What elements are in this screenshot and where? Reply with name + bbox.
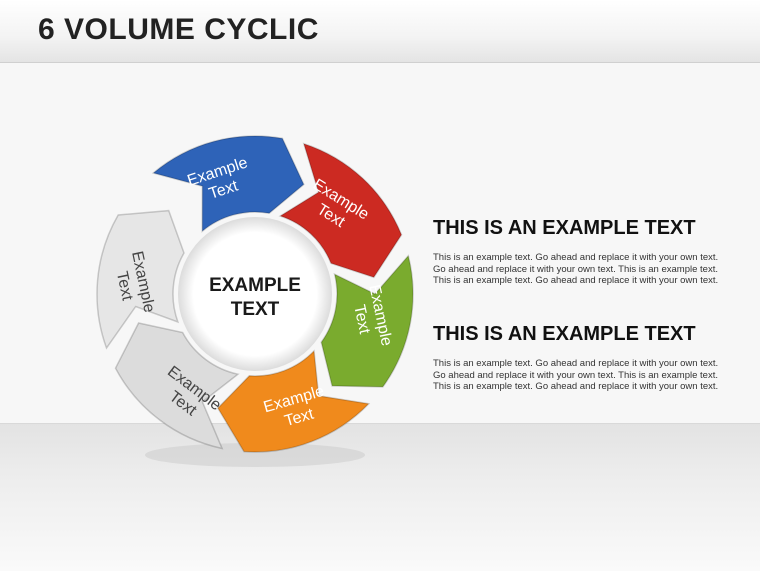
cycle-segment-2: [278, 142, 403, 279]
text-block-2: THIS IS AN EXAMPLE TEXT This is an examp…: [433, 323, 723, 393]
center-label-line-2: TEXT: [231, 299, 280, 320]
page-title: 6 VOLUME CYCLIC: [38, 13, 319, 46]
cycle-segment-4: [216, 349, 371, 453]
block-heading-2: THIS IS AN EXAMPLE TEXT: [433, 323, 696, 345]
cycle-segment-6: [96, 209, 185, 350]
block-body-2: This is an example text. Go ahead and re…: [433, 358, 719, 392]
center-hub: [178, 217, 332, 371]
text-block-1: THIS IS AN EXAMPLE TEXT This is an examp…: [433, 217, 723, 287]
block-body-1: This is an example text. Go ahead and re…: [433, 252, 719, 286]
diagram-shadow: [145, 443, 365, 467]
title-bar: 6 VOLUME CYCLIC: [0, 0, 760, 63]
block-heading-1: THIS IS AN EXAMPLE TEXT: [433, 217, 696, 239]
cycle-segment-3: [320, 254, 414, 388]
cycle-segment-5: [114, 322, 240, 450]
cycle-segment-label-line: Text: [350, 303, 373, 336]
cycle-segment-1: [151, 135, 305, 233]
cycle-segment-label-line: Text: [113, 270, 136, 303]
center-label-line-1: EXAMPLE: [209, 275, 301, 296]
floor-reflection: [0, 423, 760, 571]
